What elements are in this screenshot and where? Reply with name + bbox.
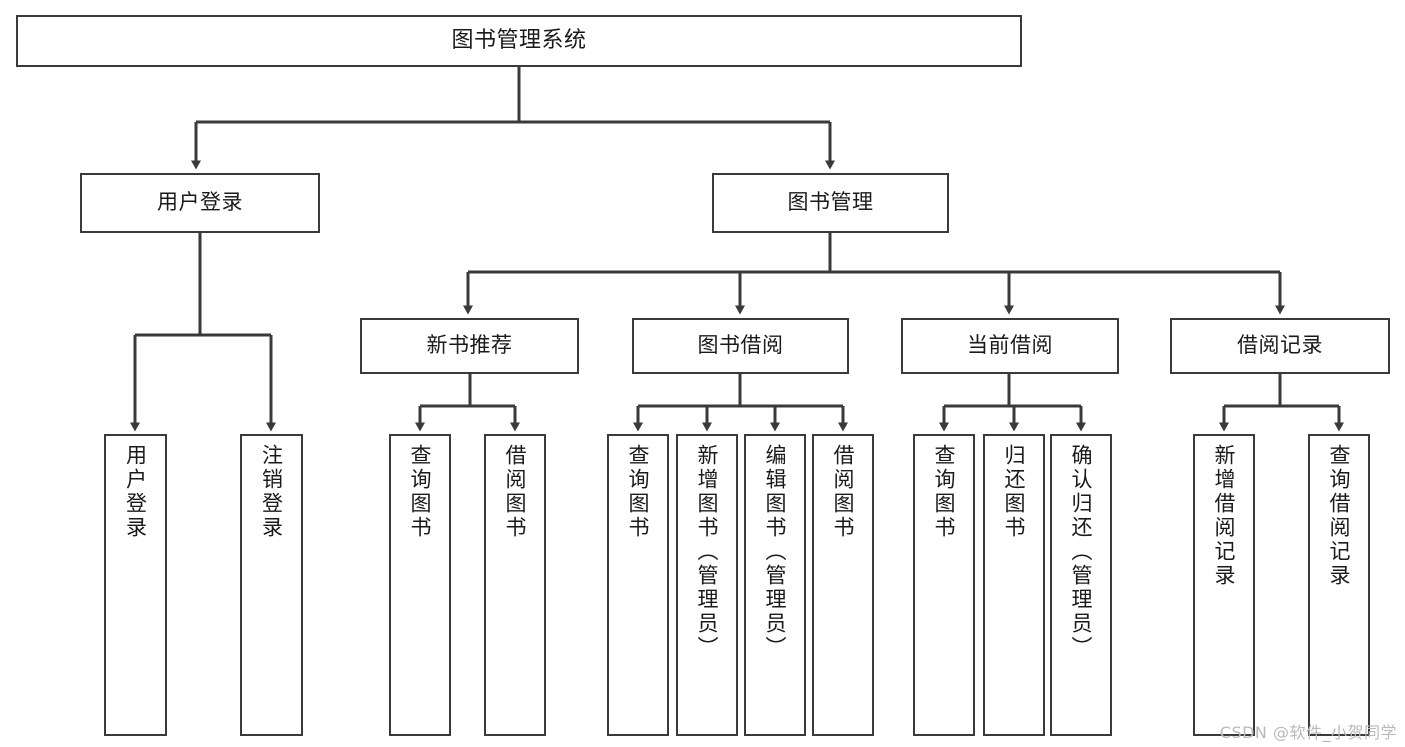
- node-label: 借阅图书: [831, 444, 856, 540]
- node-new-book-recommend[interactable]: 新书推荐: [360, 318, 579, 374]
- node-label: 查询图书: [626, 444, 651, 540]
- leaf-user-login[interactable]: 用户登录: [104, 434, 167, 736]
- leaf-user-logout[interactable]: 注销登录: [240, 434, 303, 736]
- node-label: 图书借阅: [697, 333, 784, 358]
- node-label: 新增图书（管理员）: [695, 444, 720, 660]
- leaf-edit-book-admin[interactable]: 编辑图书（管理员）: [744, 434, 806, 736]
- node-book-management[interactable]: 图书管理: [712, 173, 949, 233]
- node-current-borrow[interactable]: 当前借阅: [901, 318, 1119, 374]
- node-label: 借阅图书: [503, 444, 528, 540]
- node-label: 查询图书: [408, 444, 433, 540]
- leaf-borrow-book-new[interactable]: 借阅图书: [484, 434, 546, 736]
- node-label: 编辑图书（管理员）: [763, 444, 788, 660]
- node-label: 用户登录: [123, 444, 148, 540]
- leaf-confirm-return-admin[interactable]: 确认归还（管理员）: [1050, 434, 1112, 736]
- node-label: 归还图书: [1002, 444, 1027, 540]
- leaf-query-book-borrow[interactable]: 查询图书: [607, 434, 669, 736]
- node-label: 查询借阅记录: [1327, 444, 1352, 588]
- leaf-query-book-current[interactable]: 查询图书: [913, 434, 975, 736]
- node-book-borrow[interactable]: 图书借阅: [632, 318, 849, 374]
- node-label: 图书管理系统: [451, 28, 587, 54]
- node-label: 新增借阅记录: [1212, 444, 1237, 588]
- node-root-system[interactable]: 图书管理系统: [16, 15, 1022, 67]
- node-label: 当前借阅: [967, 333, 1053, 358]
- node-label: 确认归还（管理员）: [1069, 444, 1094, 660]
- leaf-add-borrow-record[interactable]: 新增借阅记录: [1193, 434, 1255, 736]
- csdn-watermark: CSDN @软件_小贺同学: [1219, 723, 1397, 742]
- node-borrow-record[interactable]: 借阅记录: [1170, 318, 1390, 374]
- node-label: 图书管理: [787, 190, 874, 215]
- node-label: 注销登录: [259, 444, 284, 540]
- leaf-return-book[interactable]: 归还图书: [983, 434, 1045, 736]
- node-label: 新书推荐: [426, 333, 513, 358]
- leaf-query-book-new[interactable]: 查询图书: [389, 434, 451, 736]
- node-user-login[interactable]: 用户登录: [80, 173, 320, 233]
- leaf-query-borrow-record[interactable]: 查询借阅记录: [1308, 434, 1370, 736]
- leaf-add-book-admin[interactable]: 新增图书（管理员）: [676, 434, 738, 736]
- leaf-borrow-book[interactable]: 借阅图书: [812, 434, 874, 736]
- node-label: 借阅记录: [1237, 333, 1323, 358]
- node-label: 用户登录: [157, 190, 243, 215]
- node-label: 查询图书: [932, 444, 957, 540]
